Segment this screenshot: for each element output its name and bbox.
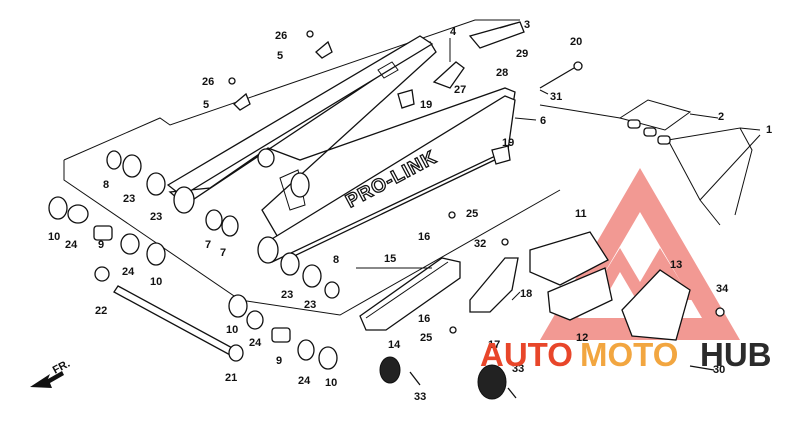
callout-4: 4 — [450, 26, 457, 38]
callout-31: 31 — [550, 91, 562, 103]
callout-16b: 16 — [418, 313, 430, 325]
callout-26b: 26 — [202, 76, 214, 88]
callout-13: 13 — [670, 259, 682, 271]
callout-10d: 10 — [325, 377, 337, 389]
callout-20: 20 — [570, 36, 582, 48]
callout-30: 30 — [713, 364, 725, 376]
chain-guide-plate — [469, 257, 519, 313]
callout-25b: 25 — [420, 332, 432, 344]
callout-34: 34 — [716, 283, 729, 295]
callout-28: 28 — [496, 67, 508, 79]
callout-33: 33 — [414, 391, 426, 403]
callout-5b: 5 — [203, 99, 209, 111]
chain-slider — [359, 257, 461, 331]
callout-labels: 1 2 3 4 5 5 6 7 7 8 8 9 9 10 10 10 10 11… — [48, 19, 772, 403]
callout-24: 24 — [65, 239, 78, 251]
callout-7: 7 — [205, 239, 211, 251]
callout-23: 23 — [123, 193, 135, 205]
callout-19: 19 — [420, 99, 432, 111]
callout-19b: 19 — [502, 137, 514, 149]
bearing-set — [48, 150, 340, 370]
callout-8: 8 — [103, 179, 109, 191]
callout-24d: 24 — [298, 375, 311, 387]
callout-23d: 23 — [304, 299, 316, 311]
callout-16: 16 — [418, 231, 430, 243]
callout-27: 27 — [454, 84, 466, 96]
callout-10c: 10 — [226, 324, 238, 336]
chain-guide — [529, 231, 691, 341]
watermark-auto: AUTO — [480, 336, 573, 373]
pivot-bolt — [113, 285, 244, 362]
drive-chain — [667, 127, 761, 226]
watermark-moto: MOTO — [580, 336, 678, 373]
watermark-hub: HUB — [700, 336, 772, 373]
callout-10b: 10 — [150, 276, 162, 288]
callout-11: 11 — [575, 208, 587, 220]
callout-23c: 23 — [281, 289, 293, 301]
callout-23b: 23 — [150, 211, 162, 223]
callout-22: 22 — [95, 305, 107, 317]
callout-14: 14 — [388, 339, 401, 351]
callout-leaders — [356, 21, 761, 301]
callout-18: 18 — [520, 288, 532, 300]
callout-1: 1 — [766, 124, 772, 136]
callout-3: 3 — [524, 19, 530, 31]
callout-25: 25 — [466, 208, 478, 220]
callout-29: 29 — [516, 48, 528, 60]
callout-6: 6 — [540, 115, 546, 127]
callout-21: 21 — [225, 372, 237, 384]
watermark-text: AUTO MOTO HUB — [480, 336, 772, 373]
chain-roller — [379, 356, 507, 400]
chain-master-link — [627, 119, 671, 145]
callout-33b: 33 — [512, 363, 524, 375]
callout-24c: 24 — [249, 337, 262, 349]
cable-clamps — [233, 21, 525, 165]
callout-26: 26 — [275, 30, 287, 42]
callout-32: 32 — [474, 238, 486, 250]
callout-8b: 8 — [333, 254, 339, 266]
callout-10: 10 — [48, 231, 60, 243]
callout-9b: 9 — [276, 355, 282, 367]
front-label: FR. — [51, 358, 72, 377]
callout-24b: 24 — [122, 266, 135, 278]
callout-9: 9 — [98, 239, 104, 251]
fasteners — [228, 30, 725, 399]
callout-15: 15 — [384, 253, 396, 265]
callout-5: 5 — [277, 50, 283, 62]
callout-17: 17 — [488, 339, 500, 351]
callout-2: 2 — [718, 111, 724, 123]
callout-7b: 7 — [220, 247, 226, 259]
callout-12: 12 — [576, 332, 588, 344]
front-direction-arrow-icon: FR. — [30, 358, 72, 388]
